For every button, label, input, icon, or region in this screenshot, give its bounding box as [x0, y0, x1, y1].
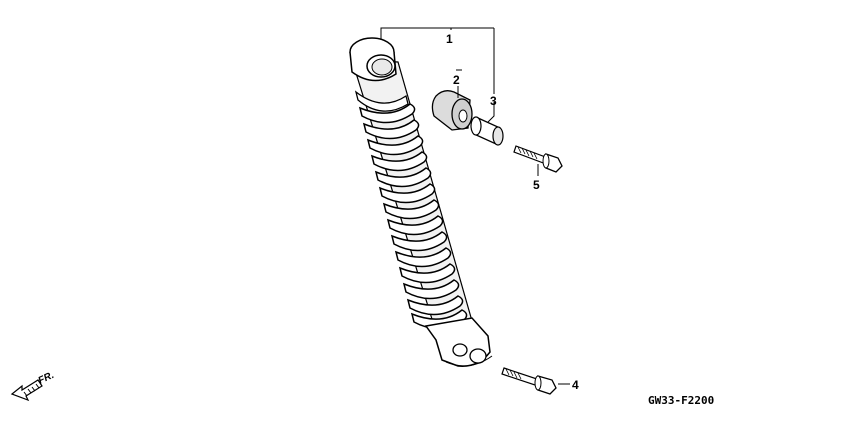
callout-3: 3 — [490, 94, 497, 108]
upper-bolt — [513, 145, 563, 173]
rubber-bushing — [431, 90, 473, 131]
lower-bolt — [501, 367, 557, 395]
callout-4: 4 — [572, 378, 579, 392]
leader-lines — [380, 27, 570, 385]
drawing-code: GW33-F2200 — [648, 394, 714, 407]
upper-mount-eye — [349, 37, 397, 82]
direction-label: FR. — [37, 370, 56, 387]
front-direction-arrow-icon — [10, 379, 43, 402]
lower-mount — [424, 317, 493, 367]
callout-1: 1 — [446, 32, 453, 46]
collar — [470, 116, 504, 146]
coil-spring — [358, 103, 468, 330]
rear-shock-absorber — [349, 37, 493, 367]
callout-2: 2 — [453, 73, 460, 87]
callout-5: 5 — [533, 178, 540, 192]
